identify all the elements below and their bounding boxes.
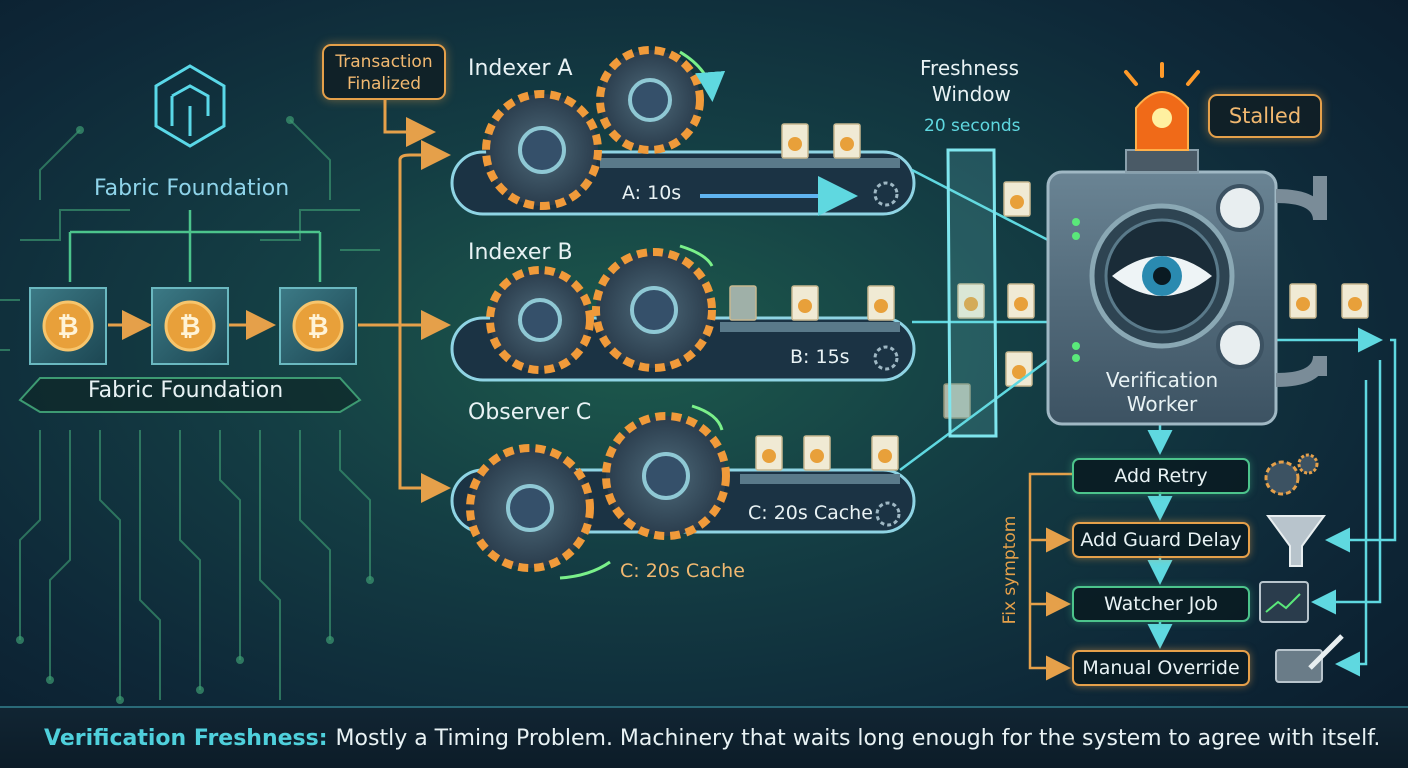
verification-worker-label: Verification Worker — [1080, 368, 1244, 416]
fix-symptom-label: Fix symptom — [1000, 515, 1020, 625]
footer-caption-text: Mostly a Timing Problem. Machinery that … — [335, 725, 1381, 751]
verification-machine — [1046, 149, 1327, 426]
block-chain-arrows — [108, 100, 451, 503]
circuit-traces — [0, 119, 380, 700]
footer-caption-key: Verification Freshness: — [44, 725, 328, 751]
cyan-connectors — [899, 168, 1397, 677]
fix-symptom-bracket — [1028, 472, 1072, 681]
fabric-foundation-top-label: Fabric Foundation — [94, 176, 290, 201]
rotation-arrows — [559, 50, 726, 580]
indexer-b-lag: B: 15s — [790, 346, 850, 368]
freshness-window-duration: 20 seconds — [924, 116, 1021, 136]
stalled-status-badge: Stalled — [1208, 94, 1322, 138]
fabric-logo-icon — [154, 64, 226, 148]
wrench-device-icon — [1275, 634, 1344, 683]
step-add-retry: Add Retry — [1072, 458, 1250, 494]
step-add-guard-delay: Add Guard Delay — [1072, 522, 1250, 558]
indexer-a-lag: A: 10s — [622, 182, 682, 204]
gears-icon — [1264, 453, 1319, 496]
svg-text:₿: ₿ — [57, 312, 78, 342]
block-cube-1 — [29, 287, 107, 365]
monitor-chart-icon — [1259, 581, 1309, 623]
gear-a2 — [596, 46, 704, 154]
footer-caption-bar: Verification Freshness: Mostly a Timing … — [0, 706, 1408, 768]
gear-a1 — [482, 90, 602, 210]
gear-b1 — [486, 266, 594, 374]
gear-b2 — [592, 248, 716, 372]
transaction-finalized-tag: Transaction Finalized — [322, 44, 446, 100]
block-cube-2 — [151, 287, 229, 365]
svg-text:₿: ₿ — [179, 312, 200, 342]
verification-worker-line2: Worker — [1126, 392, 1198, 416]
gear-c1 — [466, 444, 594, 572]
foundation-tree — [68, 210, 322, 282]
indexer-a-title: Indexer A — [468, 56, 573, 81]
observer-c-cache-note: C: 20s Cache — [620, 560, 745, 582]
freshness-window-glass — [946, 148, 998, 438]
indexer-b-title: Indexer B — [468, 240, 573, 265]
siren-alarm-icon — [1124, 62, 1200, 151]
fabric-foundation-bottom-label: Fabric Foundation — [88, 378, 284, 403]
step-watcher-job: Watcher Job — [1072, 586, 1250, 622]
observer-c-lag: C: 20s Cache — [748, 502, 873, 524]
freshness-window-title-2: Window — [932, 82, 1011, 106]
transaction-finalized-line2: Finalized — [346, 74, 422, 94]
observer-c-title: Observer C — [468, 400, 592, 425]
block-cube-3 — [279, 287, 357, 365]
funnel-icon — [1266, 515, 1326, 567]
transaction-finalized-line1: Transaction — [335, 52, 433, 72]
step-manual-override: Manual Override — [1072, 650, 1250, 686]
svg-text:₿: ₿ — [307, 312, 328, 342]
verification-worker-line1: Verification — [1105, 368, 1219, 392]
freshness-window-title-1: Freshness — [920, 56, 1020, 80]
gear-c2 — [602, 412, 730, 540]
